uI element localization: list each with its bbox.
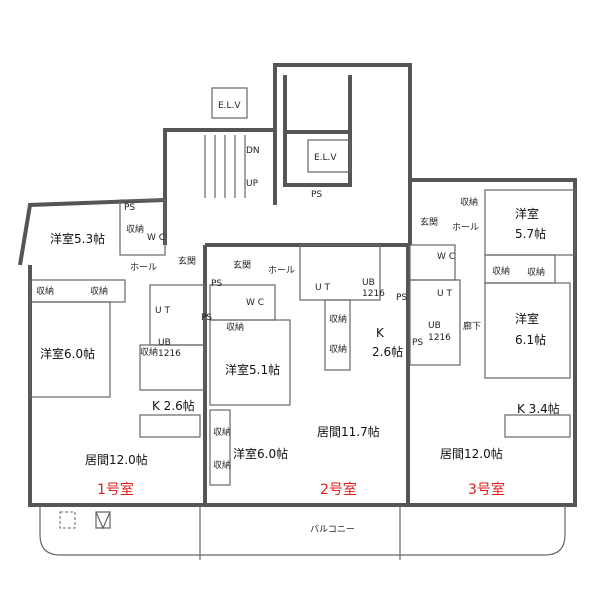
- storage-label: 収納: [460, 196, 478, 208]
- elevator-1: [211, 87, 248, 119]
- unit-3-label: 3号室: [468, 481, 505, 498]
- room-western-5.3: 洋室5.3帖: [50, 231, 105, 246]
- entrance-label: 玄関: [233, 259, 251, 271]
- room-western-5.1: 洋室5.1帖: [225, 362, 280, 377]
- unit-3: 玄関 収納 ホール 洋室 5.7帖 W C U T 収納 収納 UB 1216 …: [412, 196, 560, 498]
- ub-size: 1216: [362, 289, 385, 299]
- hall-label: ホール: [130, 262, 157, 273]
- hall-label: ホール: [452, 222, 479, 233]
- room-kitchen: K 2.6帖: [152, 398, 195, 413]
- ub-size: 1216: [428, 333, 451, 343]
- room-western-6.1: 6.1帖: [515, 332, 546, 347]
- storage-label: 収納: [126, 223, 144, 235]
- room-living: 居間12.0帖: [440, 446, 503, 461]
- ps-label: PS: [412, 338, 423, 348]
- unit-1-label: 1号室: [97, 481, 134, 498]
- unit-2-label: 2号室: [320, 481, 357, 498]
- storage-label: 収納: [213, 426, 231, 438]
- room-kitchen-label: K: [376, 326, 385, 340]
- storage-label: 収納: [36, 285, 54, 297]
- elevator-2: [307, 139, 351, 173]
- ub-size: 1216: [158, 349, 181, 359]
- room-living: 居間11.7帖: [317, 424, 380, 439]
- ps-label: PS: [201, 313, 212, 323]
- stairs-up-label: UP: [246, 179, 259, 189]
- ps-label: PS: [211, 279, 222, 289]
- room-living: 居間12.0帖: [85, 452, 148, 467]
- corridor-label: 廊下: [463, 320, 481, 332]
- room-western-label: 洋室: [515, 206, 539, 221]
- elevator-label: E.L.V: [218, 101, 241, 111]
- stairs: [204, 135, 246, 198]
- room-western-5.7: 5.7帖: [515, 226, 546, 241]
- hall-label: ホール: [268, 265, 295, 276]
- storage-label: 収納: [329, 313, 347, 325]
- unit-1: 洋室5.3帖 PS 収納 W C ホール 玄関 収納 収納 U T PS UB …: [36, 203, 212, 498]
- room-western-label: 洋室: [515, 311, 539, 326]
- ut-label: U T: [437, 289, 452, 299]
- storage-label: 収納: [527, 266, 545, 278]
- storage-label: 収納: [226, 321, 244, 333]
- pipe-shaft-label: PS: [311, 190, 322, 200]
- ps-label: PS: [396, 293, 407, 303]
- core: E.L.V E.L.V DN UP PS: [204, 87, 351, 200]
- storage-label: 収納: [213, 459, 231, 471]
- ps-label: PS: [124, 203, 135, 213]
- ub-label: UB: [362, 278, 375, 288]
- wc-label: W C: [147, 233, 165, 243]
- storage-label: 収納: [492, 265, 510, 277]
- ut-label: U T: [155, 306, 170, 316]
- stairs-down-label: DN: [246, 146, 260, 156]
- storage-label: 収納: [140, 346, 158, 358]
- balcony-label: バルコニー: [310, 524, 355, 535]
- wc-label: W C: [246, 298, 264, 308]
- unit-2: 玄関 ホール PS W C 収納 洋室5.1帖 収納 収納 洋室6.0帖 U T…: [211, 259, 407, 498]
- storage-label: 収納: [90, 285, 108, 297]
- room-western-6.0: 洋室6.0帖: [233, 446, 288, 461]
- ub-label: UB: [158, 338, 171, 348]
- entrance-label: 玄関: [178, 255, 196, 267]
- elevator-label: E.L.V: [314, 153, 337, 163]
- ub-label: UB: [428, 321, 441, 331]
- wc-label: W C: [437, 252, 455, 262]
- ut-label: U T: [315, 283, 330, 293]
- walls: [18, 63, 577, 560]
- room-kitchen-size: 2.6帖: [372, 344, 403, 359]
- room-kitchen: K 3.4帖: [517, 401, 560, 416]
- entrance-label: 玄関: [420, 216, 438, 228]
- room-western-6.0: 洋室6.0帖: [40, 346, 95, 361]
- storage-label: 収納: [329, 343, 347, 355]
